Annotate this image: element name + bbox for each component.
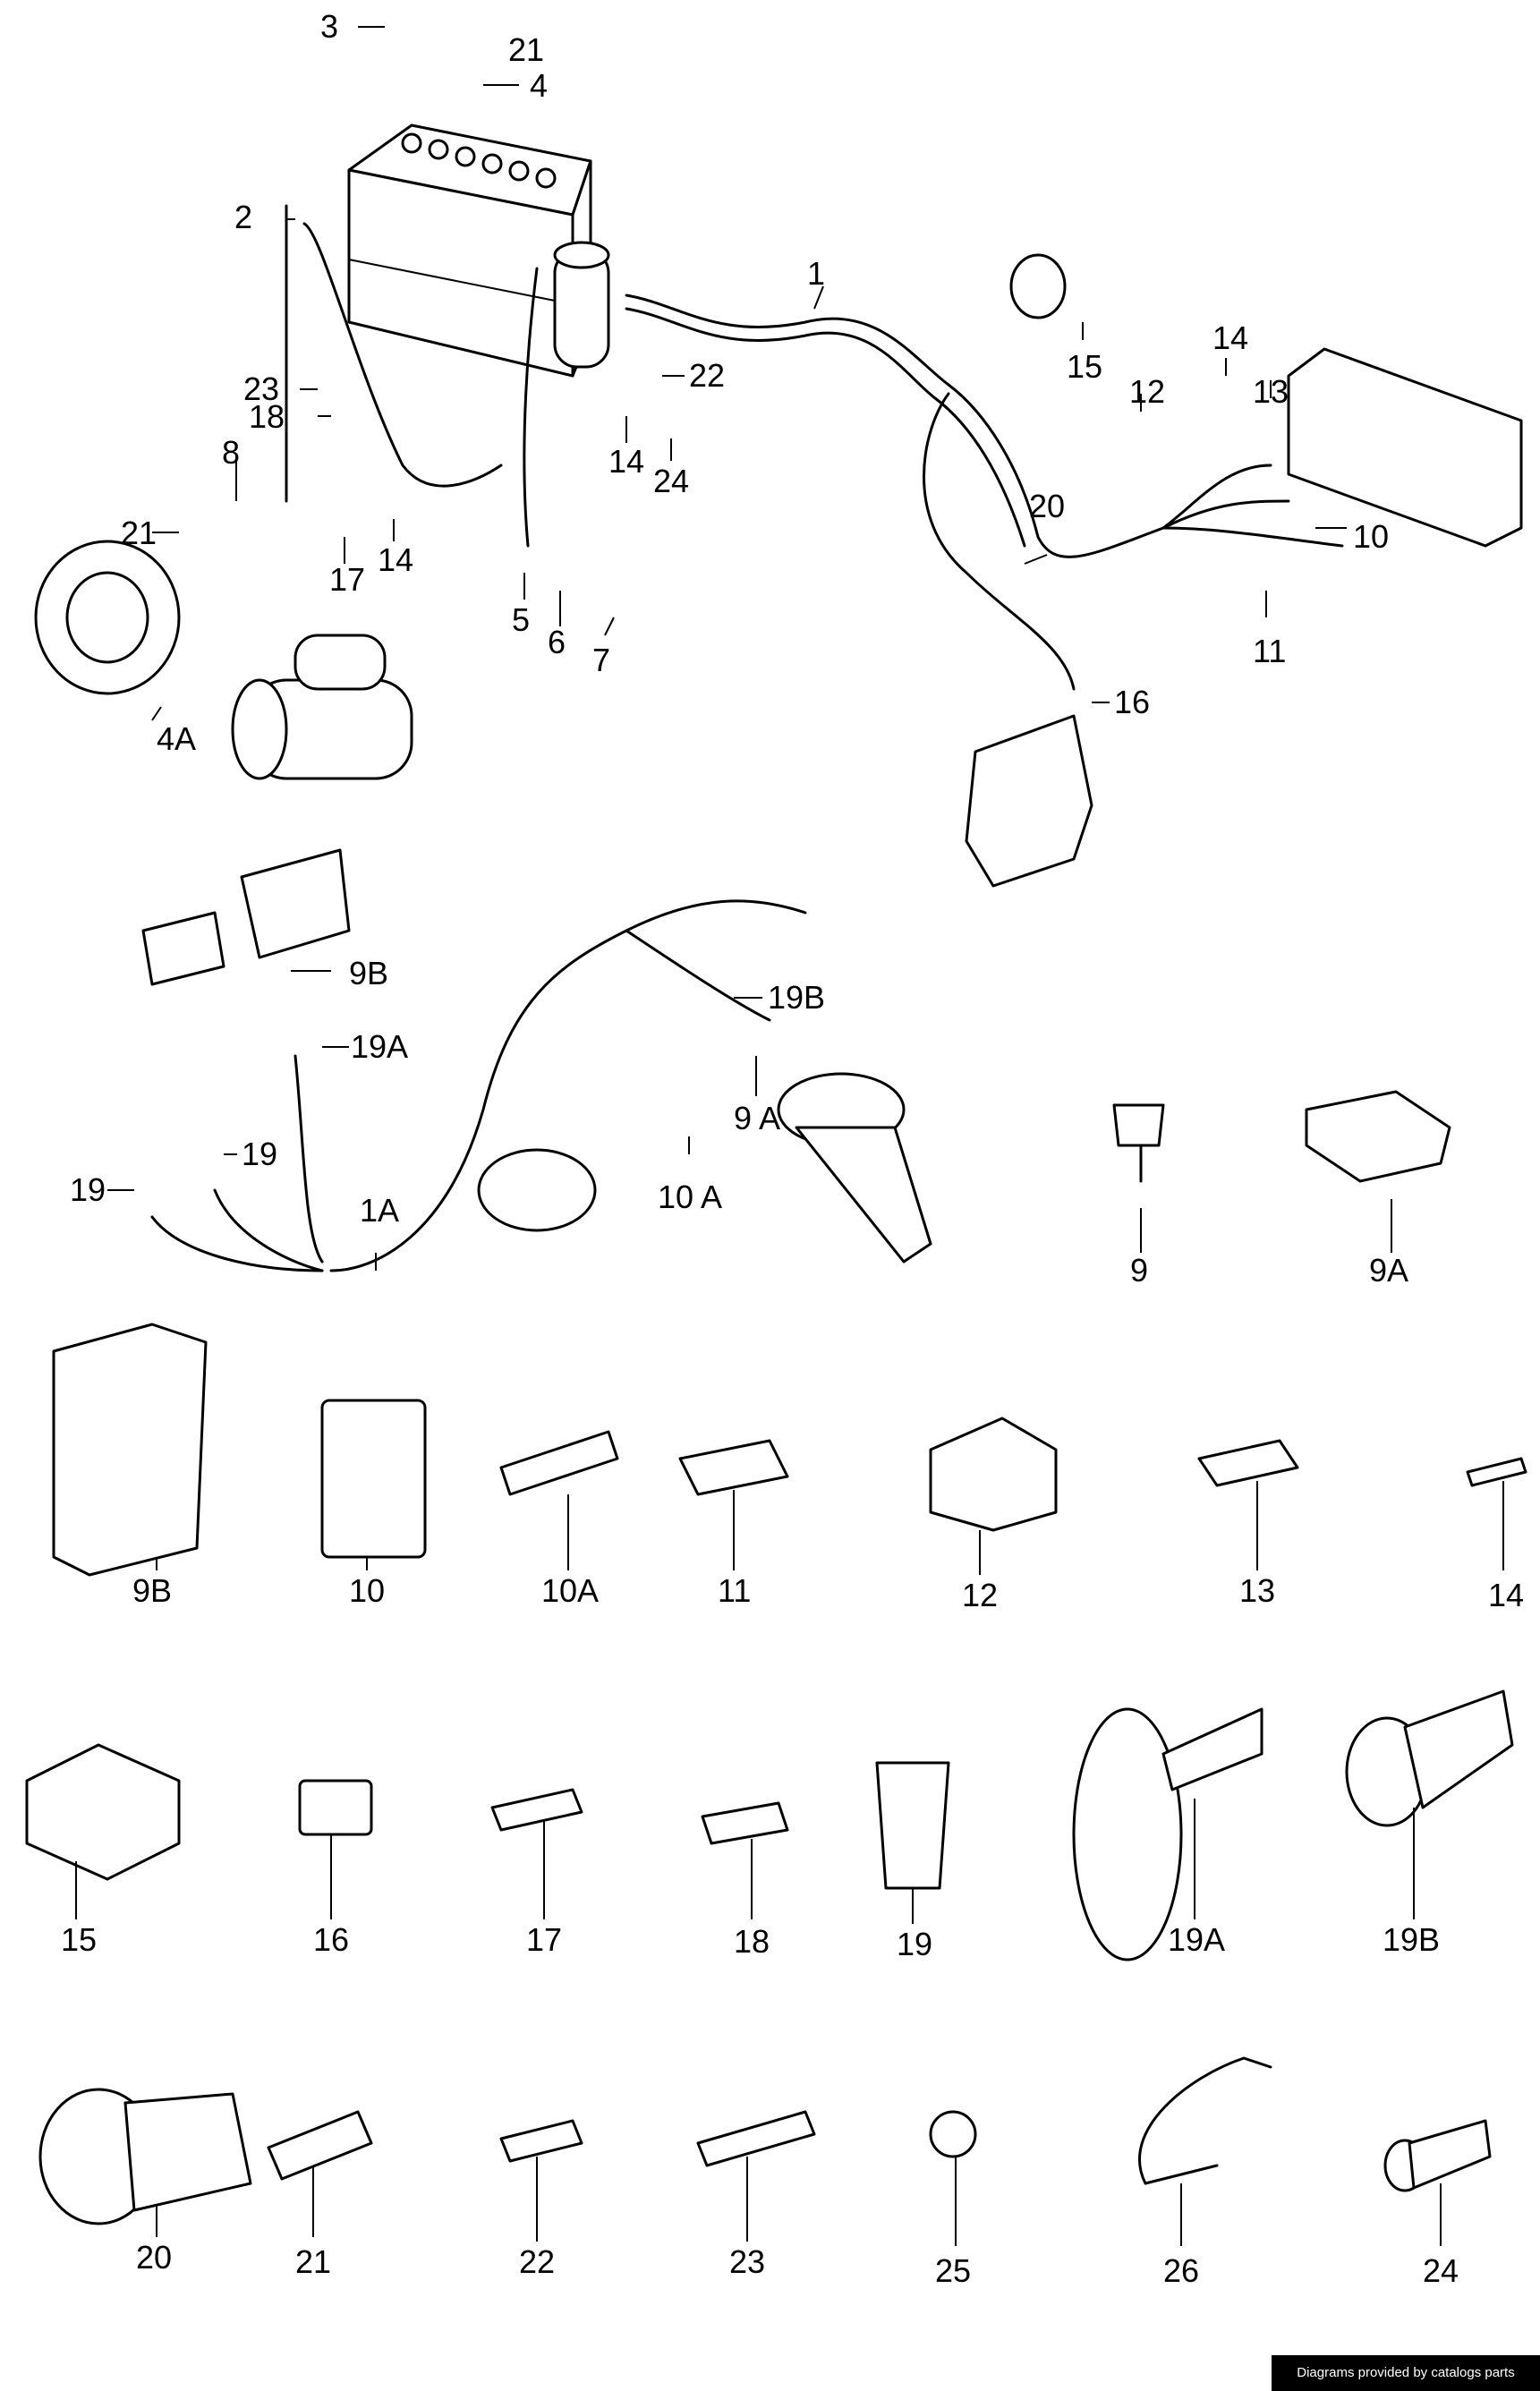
callout-14a: 14 <box>1212 319 1248 356</box>
callout-4: 4 <box>530 67 548 104</box>
callout-13: 13 <box>1253 373 1289 410</box>
callout-8: 8 <box>222 434 240 471</box>
callout-11: 11 <box>1253 633 1286 669</box>
relay <box>141 911 225 986</box>
callout-21b: 21 <box>121 515 157 551</box>
callout-9B: 9B <box>349 955 388 991</box>
credit-banner: Diagrams provided by catalogs parts <box>1272 2355 1540 2391</box>
callout-23: 23 <box>243 370 279 407</box>
part-label-12: 12 <box>962 1577 998 1613</box>
part-label-18: 18 <box>734 1923 770 1960</box>
part-24-drawing <box>1383 2119 1492 2192</box>
callout-4A: 4A <box>157 720 196 757</box>
part-label-15: 15 <box>61 1921 97 1958</box>
part-label-23: 23 <box>729 2243 765 2280</box>
alternator <box>34 540 181 695</box>
part-label-25: 25 <box>935 2252 971 2289</box>
callout-18: 18 <box>249 398 285 435</box>
callout-24: 24 <box>653 463 689 499</box>
capacitor <box>477 1148 597 1232</box>
part-label-9B: 9B <box>132 1572 172 1609</box>
fuse-relay-panel <box>1287 347 1523 548</box>
part-label-22: 22 <box>519 2243 555 2280</box>
part-23-drawing <box>696 2110 816 2167</box>
callout-19A: 19A <box>351 1028 408 1065</box>
part-label-19A: 19A <box>1168 1921 1225 1958</box>
horn <box>1009 253 1067 319</box>
part-labels: 9 9A 9B 10 10A 11 12 13 14 15 16 17 18 1… <box>61 1252 1524 2289</box>
callout-14b: 14 <box>608 443 644 480</box>
part-9B-drawing <box>52 1323 208 1577</box>
callout-22: 22 <box>689 357 725 394</box>
callout-labels: 1 1A 2 3 4 4A 5 6 7 8 9 A 9B 10 10 A 11 … <box>70 8 1389 1229</box>
part-label-24: 24 <box>1423 2252 1459 2289</box>
part-label-19: 19 <box>897 1926 932 1962</box>
callout-7: 7 <box>592 642 610 678</box>
part-25-drawing <box>929 2110 977 2158</box>
part-9A-drawing <box>1305 1090 1451 1183</box>
part-label-14: 14 <box>1488 1577 1524 1613</box>
part-label-21: 21 <box>295 2243 331 2280</box>
callout-2: 2 <box>234 199 252 235</box>
callout-5: 5 <box>512 601 530 638</box>
main-harness <box>285 204 1344 691</box>
callout-9A: 9 A <box>734 1100 780 1136</box>
starter-motor <box>231 634 413 780</box>
part-20-drawing <box>38 2088 252 2225</box>
part-17-drawing <box>490 1788 583 1832</box>
part-11-drawing <box>678 1439 789 1496</box>
part-21-drawing <box>267 2110 373 2181</box>
ignition-harness <box>150 899 807 1272</box>
part-label-10A: 10A <box>541 1572 599 1609</box>
part-9-drawing <box>1112 1103 1165 1183</box>
part-label-26: 26 <box>1163 2252 1199 2289</box>
part-label-19B: 19B <box>1383 1921 1440 1958</box>
part-14-drawing <box>1466 1457 1527 1487</box>
callout-19B: 19B <box>768 979 825 1016</box>
washer-reservoir <box>965 714 1093 888</box>
part-26-drawing <box>1138 2056 1272 2185</box>
callout-20: 20 <box>1029 488 1065 524</box>
part-10-drawing <box>320 1399 427 1559</box>
part-12-drawing <box>929 1417 1058 1532</box>
callout-1: 1 <box>807 255 825 292</box>
distributor <box>777 1072 932 1264</box>
part-label-11: 11 <box>718 1572 751 1609</box>
callout-15: 15 <box>1067 348 1102 385</box>
part-18-drawing <box>701 1801 789 1845</box>
control-unit <box>240 848 351 959</box>
part-19-drawing <box>875 1761 950 1890</box>
callout-14c: 14 <box>378 541 413 578</box>
callout-16: 16 <box>1114 684 1150 720</box>
callout-19b: 19 <box>242 1136 277 1172</box>
part-label-17: 17 <box>526 1921 562 1958</box>
part-label-10: 10 <box>349 1572 385 1609</box>
part-label-9A: 9A <box>1369 1252 1408 1289</box>
callout-12: 12 <box>1129 373 1165 410</box>
callout-17: 17 <box>329 561 365 598</box>
part-10A-drawing <box>499 1430 619 1496</box>
part-label-20: 20 <box>136 2239 172 2276</box>
callout-6: 6 <box>548 624 566 660</box>
leader-lines <box>75 26 1504 2246</box>
part-label-16: 16 <box>313 1921 349 1958</box>
part-13-drawing <box>1197 1439 1299 1487</box>
callout-19a: 19 <box>70 1171 106 1208</box>
part-15-drawing <box>25 1743 181 1881</box>
part-19B-drawing <box>1345 1689 1514 1827</box>
part-22-drawing <box>499 2119 583 2163</box>
part-19A-drawing <box>1072 1707 1263 1961</box>
part-label-13: 13 <box>1239 1572 1275 1609</box>
callout-10: 10 <box>1353 518 1389 555</box>
battery <box>347 123 592 378</box>
callout-3: 3 <box>320 8 338 45</box>
part-16-drawing <box>298 1779 373 1836</box>
ignition-coil <box>553 241 610 369</box>
part-label-9: 9 <box>1130 1252 1148 1289</box>
callout-21a: 21 <box>508 31 544 68</box>
callout-10A: 10 A <box>658 1178 722 1215</box>
callout-1A: 1A <box>360 1192 399 1229</box>
